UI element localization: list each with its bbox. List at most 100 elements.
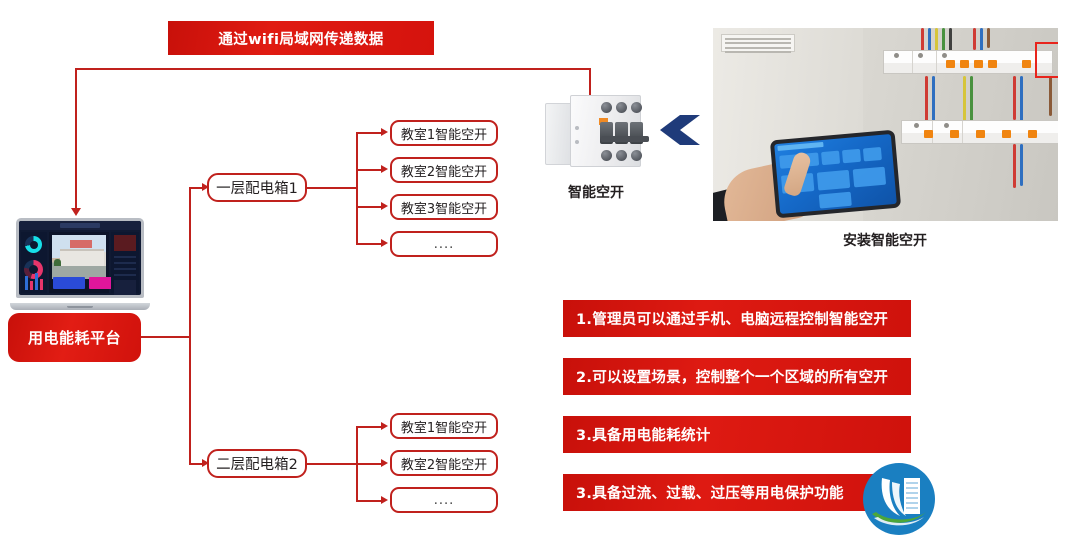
mini-bar	[25, 276, 28, 290]
distribution-box-node-1[interactable]: 一层配电箱1	[207, 173, 307, 202]
right-panel-row	[114, 256, 136, 258]
hub-1-leaf-line	[356, 169, 383, 171]
classroom-breaker-node-more[interactable]: ....	[390, 487, 498, 513]
photo-road	[52, 266, 106, 279]
installation-photo-caption-text: 安装智能空开	[843, 233, 927, 249]
mini-bar	[40, 279, 43, 290]
wire	[921, 28, 924, 56]
wire	[1020, 76, 1023, 122]
wifi-line-horizontal	[75, 68, 591, 70]
classroom-breaker-label: 教室1智能空开	[400, 420, 488, 436]
mini-bar	[30, 281, 33, 290]
breaker-main-body	[570, 95, 649, 167]
wire	[987, 28, 990, 48]
hub-1-fan-spine	[356, 132, 358, 244]
wire	[949, 28, 952, 55]
trunk-line-from-platform	[141, 336, 191, 338]
laptop-notch	[67, 305, 93, 308]
wifi-line-down-to-platform	[75, 68, 77, 210]
hub-2-leaf-arrowhead	[381, 459, 388, 467]
classroom-breaker-label: 教室2智能空开	[400, 164, 488, 180]
trunk-branch-to-hub-2	[189, 463, 204, 465]
wifi-line-down-to-breaker	[589, 68, 591, 101]
classroom-breaker-node-more[interactable]: ....	[390, 231, 498, 257]
hub-2-leaf-line	[356, 426, 383, 428]
organization-logo	[862, 462, 936, 536]
hub-1-leaf-arrowhead	[381, 128, 388, 136]
tablet-tile	[821, 150, 841, 166]
tablet-tile	[841, 148, 862, 164]
wire	[970, 76, 973, 122]
laptop-illustration	[10, 218, 150, 310]
hub-2-arrowhead	[202, 459, 209, 467]
wire	[935, 28, 938, 58]
wire	[1049, 76, 1052, 116]
wifi-line-arrowhead	[71, 208, 81, 216]
feature-banner-1-text: 1.管理员可以通过手机、电脑远程控制智能空开	[576, 312, 889, 328]
classroom-breaker-node[interactable]: 教室2智能空开	[390, 157, 498, 183]
feature-banner-1: 1.管理员可以通过手机、电脑远程控制智能空开	[563, 300, 911, 337]
right-panel-row	[114, 268, 136, 270]
dashboard-tile-blue	[53, 277, 85, 289]
classroom-breaker-label: 教室2智能空开	[400, 457, 488, 473]
breaker-screw	[575, 140, 579, 144]
mini-bar	[35, 273, 38, 290]
energy-platform-node[interactable]: 用电能耗平台	[8, 313, 141, 362]
energy-platform-label: 用电能耗平台	[27, 329, 121, 347]
classroom-breaker-node[interactable]: 教室2智能空开	[390, 450, 498, 476]
classroom-breaker-label: 教室1智能空开	[400, 127, 488, 143]
hub-1-leaf-line	[356, 206, 383, 208]
photo-building-2	[104, 252, 106, 266]
wire	[980, 28, 983, 53]
distribution-box-node-2[interactable]: 二层配电箱2	[207, 449, 307, 478]
breaker-screw	[575, 126, 579, 130]
breaker-terminal-top	[616, 102, 627, 113]
hub-1-arrowhead	[202, 183, 209, 191]
smart-breaker-illustration	[545, 95, 649, 173]
laptop-body	[16, 218, 144, 298]
right-panel-row	[114, 274, 136, 276]
hub-1-leaf-arrowhead	[381, 239, 388, 247]
dashboard-right-column	[111, 232, 139, 295]
smart-breaker-caption: 智能空开	[548, 182, 644, 202]
wire	[928, 28, 931, 54]
distribution-box-2-label: 二层配电箱2	[216, 457, 298, 473]
hub-1-leaf-arrowhead	[381, 165, 388, 173]
breaker-indicator	[599, 118, 608, 125]
donut-chart-2-hole	[29, 265, 38, 274]
wire	[973, 28, 976, 50]
hub-1-outgoing-line	[307, 187, 357, 189]
classroom-breaker-label: ....	[433, 492, 455, 508]
classroom-breaker-label: ....	[433, 236, 455, 252]
breaker-terminal-bottom	[616, 150, 627, 161]
panel-door-label	[721, 34, 795, 53]
tablet-tile	[816, 169, 851, 191]
wire	[1013, 76, 1016, 120]
highlight-rectangle	[1035, 42, 1058, 78]
breaker-terminal-top	[631, 102, 642, 113]
classroom-breaker-node[interactable]: 教室1智能空开	[390, 120, 498, 146]
classroom-breaker-node[interactable]: 教室1智能空开	[390, 413, 498, 439]
wire	[963, 76, 966, 124]
feature-banner-2-text: 2.可以设置场景，控制整个一个区域的所有空开	[576, 370, 889, 386]
dashboard-main-panel	[49, 232, 121, 293]
classroom-breaker-node[interactable]: 教室3智能空开	[390, 194, 498, 220]
donut-chart-1-hole	[29, 240, 38, 249]
feature-banner-4-text: 3.具备过流、过载、过压等用电保护功能	[576, 486, 844, 502]
breaker-side-module	[545, 103, 571, 165]
wire	[932, 76, 935, 126]
tablet-tile	[852, 166, 887, 188]
photo-banner	[70, 240, 92, 248]
feature-banner-3: 3.具备用电能耗统计	[563, 416, 911, 453]
hub-2-leaf-arrowhead	[381, 422, 388, 430]
trunk-branch-to-hub-1	[189, 187, 204, 189]
tablet-app-header	[777, 141, 824, 151]
hub-2-leaf-arrowhead	[381, 496, 388, 504]
trunk-spine	[189, 187, 191, 464]
classroom-breaker-label: 教室3智能空开	[400, 201, 488, 217]
dashboard-title-placeholder	[60, 223, 100, 228]
tablet-tile	[818, 191, 852, 209]
wire	[942, 28, 945, 52]
photo-building	[60, 249, 104, 268]
